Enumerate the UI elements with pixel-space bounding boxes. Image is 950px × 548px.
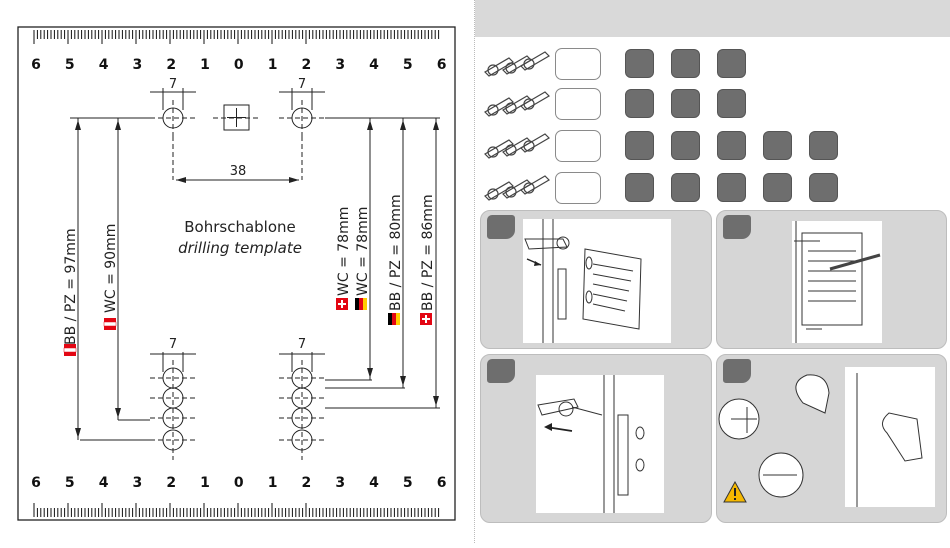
quantity-box bbox=[555, 172, 601, 204]
ruler-label: 2 bbox=[166, 57, 176, 73]
part-square bbox=[625, 173, 654, 202]
austria-flag-icon bbox=[64, 344, 76, 356]
lever-handle-set-icon bbox=[481, 46, 551, 80]
part-square bbox=[809, 131, 838, 160]
step-number-badge bbox=[723, 215, 751, 239]
drilling-template: 6 5 4 3 2 1 0 1 2 3 4 5 6 6 5 4 3 2 1 0 1 2 3 4 5 6 7 7 38 bbox=[0, 0, 475, 543]
ruler-label: 2 bbox=[302, 475, 312, 491]
quantity-box bbox=[555, 48, 601, 80]
part-square bbox=[625, 89, 654, 118]
part-square bbox=[625, 49, 654, 78]
germany-flag-icon bbox=[388, 313, 400, 325]
ruler-label: 3 bbox=[335, 475, 345, 491]
label-wc-78-ch: WC = 78mm bbox=[336, 207, 352, 296]
ruler-label: 1 bbox=[268, 475, 278, 491]
quantity-box bbox=[555, 88, 601, 120]
ruler-label: 3 bbox=[335, 57, 345, 73]
part-square bbox=[671, 49, 700, 78]
ruler-label: 6 bbox=[31, 475, 41, 491]
part-square bbox=[763, 173, 792, 202]
template-title: Bohrschablone bbox=[184, 218, 296, 236]
swiss-flag-icon bbox=[420, 313, 432, 325]
lever-handle-rosette-set-icon bbox=[481, 170, 551, 204]
remove-old-handle-illustration bbox=[523, 219, 671, 343]
part-square bbox=[625, 131, 654, 160]
step-1 bbox=[480, 210, 712, 349]
ruler-label: 6 bbox=[437, 57, 447, 73]
insert-handle-illustration bbox=[536, 375, 664, 513]
dim-7-top-left: 7 bbox=[169, 77, 177, 92]
part-square bbox=[717, 89, 746, 118]
ruler-label: 4 bbox=[369, 475, 379, 491]
part-square bbox=[717, 131, 746, 160]
ruler-label: 4 bbox=[99, 475, 109, 491]
lever-handle-set-icon bbox=[481, 86, 551, 120]
label-bb-86: BB / PZ = 86mm bbox=[420, 194, 436, 311]
dim-7-top-right: 7 bbox=[298, 77, 306, 92]
ruler-label: 3 bbox=[133, 57, 143, 73]
label-bb-80: BB / PZ = 80mm bbox=[388, 194, 404, 311]
ruler-label: 6 bbox=[31, 57, 41, 73]
ruler-label: 1 bbox=[200, 57, 210, 73]
ruler-bottom: 6 5 4 3 2 1 0 1 2 3 4 5 6 bbox=[31, 475, 446, 517]
ruler-label: 5 bbox=[65, 475, 75, 491]
part-square bbox=[809, 173, 838, 202]
warning-icon bbox=[723, 481, 747, 503]
instruction-panel bbox=[475, 0, 950, 543]
ruler-label: 0 bbox=[234, 475, 244, 491]
swiss-flag-icon bbox=[336, 298, 348, 310]
ruler-label: 2 bbox=[302, 57, 312, 73]
label-wc-90: WC = 90mm bbox=[103, 224, 119, 313]
ruler-label: 1 bbox=[268, 57, 278, 73]
ruler-label: 6 bbox=[437, 475, 447, 491]
step-2 bbox=[716, 210, 947, 349]
label-bb-97: BB / PZ = 97mm bbox=[63, 228, 79, 345]
drill-holes-illustration bbox=[717, 363, 944, 513]
template-drawing: 6 5 4 3 2 1 0 1 2 3 4 5 6 6 5 4 3 2 1 0 1 2 3 4 5 6 7 7 38 bbox=[0, 0, 475, 543]
dim-38: 38 bbox=[230, 164, 247, 179]
ruler-top: 6 5 4 3 2 1 0 1 2 3 4 5 6 bbox=[31, 30, 446, 73]
part-square bbox=[717, 49, 746, 78]
ruler-label: 0 bbox=[234, 57, 244, 73]
dim-7-bottom-left: 7 bbox=[169, 337, 177, 352]
quantity-box bbox=[555, 130, 601, 162]
ruler-label: 1 bbox=[200, 475, 210, 491]
header-bar bbox=[475, 0, 950, 37]
ruler-label: 3 bbox=[133, 475, 143, 491]
step-number-badge bbox=[487, 215, 515, 239]
label-wc-78-de: WC = 78mm bbox=[355, 207, 371, 296]
ruler-label: 5 bbox=[65, 57, 75, 73]
ruler-label: 4 bbox=[369, 57, 379, 73]
germany-flag-icon bbox=[355, 298, 367, 310]
austria-flag-icon bbox=[104, 318, 116, 330]
step-number-badge bbox=[487, 359, 515, 383]
dim-7-bottom-right: 7 bbox=[298, 337, 306, 352]
ruler-label: 5 bbox=[403, 475, 413, 491]
part-square bbox=[671, 173, 700, 202]
ruler-label: 5 bbox=[403, 57, 413, 73]
part-square bbox=[671, 89, 700, 118]
knob-handle-set-icon bbox=[481, 128, 551, 162]
part-square bbox=[671, 131, 700, 160]
ruler-label: 4 bbox=[99, 57, 109, 73]
ruler-label: 2 bbox=[166, 475, 176, 491]
mark-template-illustration bbox=[792, 221, 882, 343]
template-subtitle: drilling template bbox=[178, 239, 302, 257]
step-4 bbox=[716, 354, 947, 523]
step-3 bbox=[480, 354, 712, 523]
part-square bbox=[717, 173, 746, 202]
part-square bbox=[763, 131, 792, 160]
